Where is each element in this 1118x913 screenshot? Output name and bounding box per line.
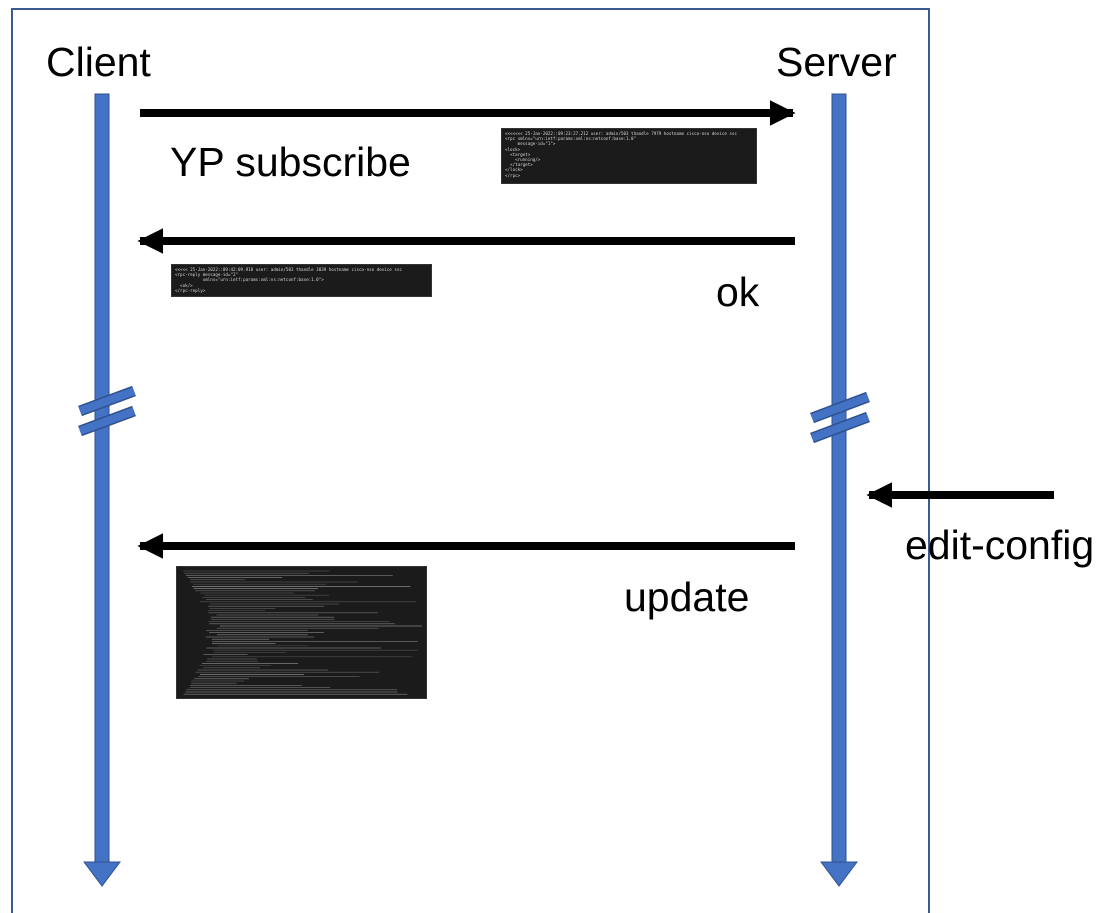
subscribe-terminal-snippet: <<<<<<< 25-Jan-2022::09:23:27.212 user: … xyxy=(501,128,757,184)
diagram-frame xyxy=(11,8,930,913)
update-terminal-output xyxy=(183,570,422,695)
client-lifeline xyxy=(78,93,136,887)
ok-terminal-snippet: <<<<< 25-Jan-2022::09:42:09.918 user: ad… xyxy=(171,264,432,297)
ok-label: ok xyxy=(716,269,760,315)
server-break-marker xyxy=(810,391,870,444)
update-label: update xyxy=(624,574,750,620)
server-label: Server xyxy=(776,39,897,85)
ok-terminal-text: <<<<< 25-Jan-2022::09:42:09.918 user: ad… xyxy=(175,267,402,293)
client-label: Client xyxy=(46,39,151,85)
server-lifeline xyxy=(810,93,870,887)
subscribe-label: YP subscribe xyxy=(170,139,411,185)
subscribe-terminal-text: <<<<<<< 25-Jan-2022::09:23:27.212 user: … xyxy=(505,131,737,178)
client-break-marker xyxy=(78,385,136,437)
update-terminal-snippet xyxy=(176,566,427,699)
edit-config-label: edit-config xyxy=(905,522,1095,568)
